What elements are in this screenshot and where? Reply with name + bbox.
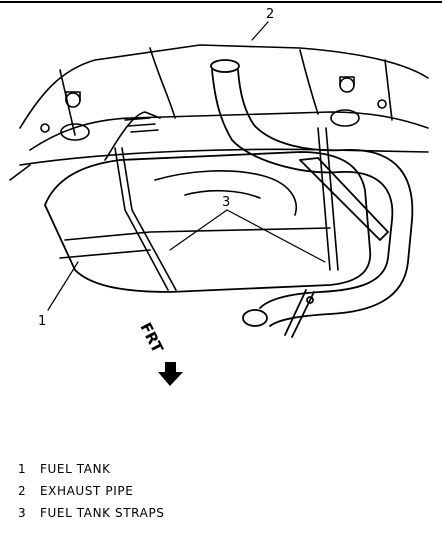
legend-label: FUEL TANK — [40, 462, 111, 476]
callout-2: 2 — [266, 7, 274, 22]
legend-item-fuel-tank: 1 FUEL TANK — [18, 458, 165, 480]
right-mount-bolt — [330, 76, 387, 127]
leader-line-3a — [169, 209, 228, 251]
legend-label: EXHAUST PIPE — [40, 484, 134, 498]
legend-number: 3 — [18, 506, 27, 520]
left-mount-bolt — [40, 91, 90, 141]
fuel-tank — [44, 111, 372, 293]
callout-1: 1 — [38, 314, 46, 329]
legend-number: 1 — [18, 462, 27, 476]
leader-line-1 — [47, 261, 79, 311]
legend-item-fuel-tank-straps: 3 FUEL TANK STRAPS — [18, 502, 165, 524]
front-direction-label: FRT — [136, 320, 167, 357]
leader-line-3b — [226, 209, 326, 263]
legend: 1 FUEL TANK 2 EXHAUST PIPE 3 FUEL TANK STRA… — [18, 458, 165, 524]
fuel-tank-strap-left — [114, 147, 177, 291]
leader-line-2 — [251, 21, 269, 41]
front-arrow-icon — [158, 362, 183, 386]
legend-label: FUEL TANK STRAPS — [40, 506, 165, 520]
legend-item-exhaust-pipe: 2 EXHAUST PIPE — [18, 480, 165, 502]
legend-number: 2 — [18, 484, 27, 498]
fuel-tank-strap-right — [317, 127, 339, 271]
exhaust-pipe — [210, 59, 414, 338]
callout-3: 3 — [222, 195, 230, 210]
